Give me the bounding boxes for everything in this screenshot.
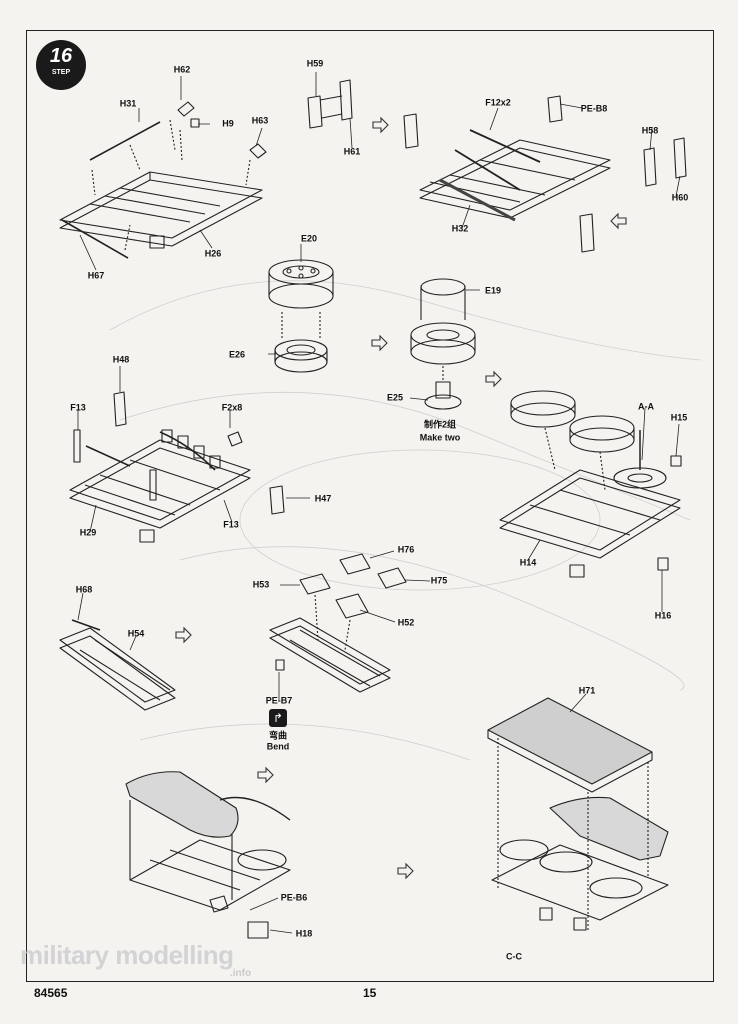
- label-e25: E25: [386, 392, 404, 403]
- step-number: 16: [49, 45, 73, 67]
- flow-arrows: [175, 116, 627, 880]
- step-badge: 16 STEP: [36, 40, 86, 90]
- label-h31: H31: [119, 98, 137, 109]
- label-pe-b8: PE-B8: [580, 103, 608, 114]
- label-h60: H60: [671, 192, 689, 203]
- label-h16: H16: [654, 610, 672, 621]
- label-f13-bottom: F13: [223, 519, 239, 530]
- wheel-e19-e25: [410, 278, 476, 410]
- frame-assembly-a-a: [499, 390, 682, 578]
- label-h53: H53: [252, 579, 270, 590]
- bracket-h59-h61: [307, 79, 353, 129]
- label-h54: H54: [127, 628, 145, 639]
- watermark-sub: .info: [230, 968, 252, 979]
- make-two-note-en: Make two: [419, 432, 461, 443]
- frame-assembly-h71: [487, 697, 669, 931]
- label-h67: H67: [87, 270, 105, 281]
- label-h76: H76: [397, 544, 415, 555]
- label-h62: H62: [173, 64, 191, 75]
- frame-assembly-h52: [269, 553, 407, 693]
- frame-assembly-pe-b6: [125, 771, 291, 939]
- label-h71: H71: [578, 685, 596, 696]
- label-h47: H47: [314, 493, 332, 504]
- bend-note-cn: 弯曲: [268, 730, 288, 741]
- label-e19: E19: [484, 285, 502, 296]
- label-f2x8: F2x8: [221, 402, 243, 413]
- callout-lines: [77, 72, 681, 934]
- make-two-note-cn: 制作2组: [423, 419, 457, 430]
- step-word: STEP: [51, 69, 71, 76]
- label-h9: H9: [222, 118, 234, 129]
- frame-assembly-h32: [403, 95, 687, 253]
- label-h63: H63: [251, 115, 269, 126]
- label-a-a: A-A: [638, 401, 654, 412]
- wheel-e20-e26: [268, 259, 334, 373]
- label-f13-top: F13: [70, 402, 86, 413]
- frame-assembly-h26: [59, 101, 267, 259]
- watermark: military modelling: [20, 940, 234, 970]
- label-h14: H14: [519, 557, 537, 568]
- label-pe-b7: PE-B7: [265, 695, 293, 706]
- kit-number: 84565: [34, 986, 68, 1000]
- label-h59: H59: [306, 58, 324, 69]
- label-h29: H29: [79, 527, 97, 538]
- label-h26: H26: [204, 248, 222, 259]
- label-e26: E26: [228, 349, 246, 360]
- label-h68: H68: [75, 584, 93, 595]
- label-f12x2: F12x2: [485, 97, 511, 108]
- label-h52: H52: [397, 617, 415, 628]
- frame-assembly-h29: [69, 391, 285, 543]
- frame-assembly-h54: [59, 619, 176, 711]
- page-number: 15: [363, 986, 377, 1000]
- label-h58: H58: [641, 125, 659, 136]
- background-ghost-drawing: [109, 280, 701, 761]
- label-h32: H32: [451, 223, 469, 234]
- label-e20: E20: [300, 233, 318, 244]
- label-h75: H75: [430, 575, 448, 586]
- label-c-c: C-C: [506, 951, 522, 962]
- label-h61: H61: [343, 146, 361, 157]
- bend-icon: ↱: [269, 709, 287, 727]
- label-pe-b6: PE-B6: [280, 892, 308, 903]
- page-frame: [26, 30, 714, 982]
- bend-note-en: Bend: [266, 741, 290, 752]
- label-h48: H48: [112, 354, 130, 365]
- label-h15: H15: [670, 412, 688, 423]
- label-h18: H18: [295, 928, 313, 939]
